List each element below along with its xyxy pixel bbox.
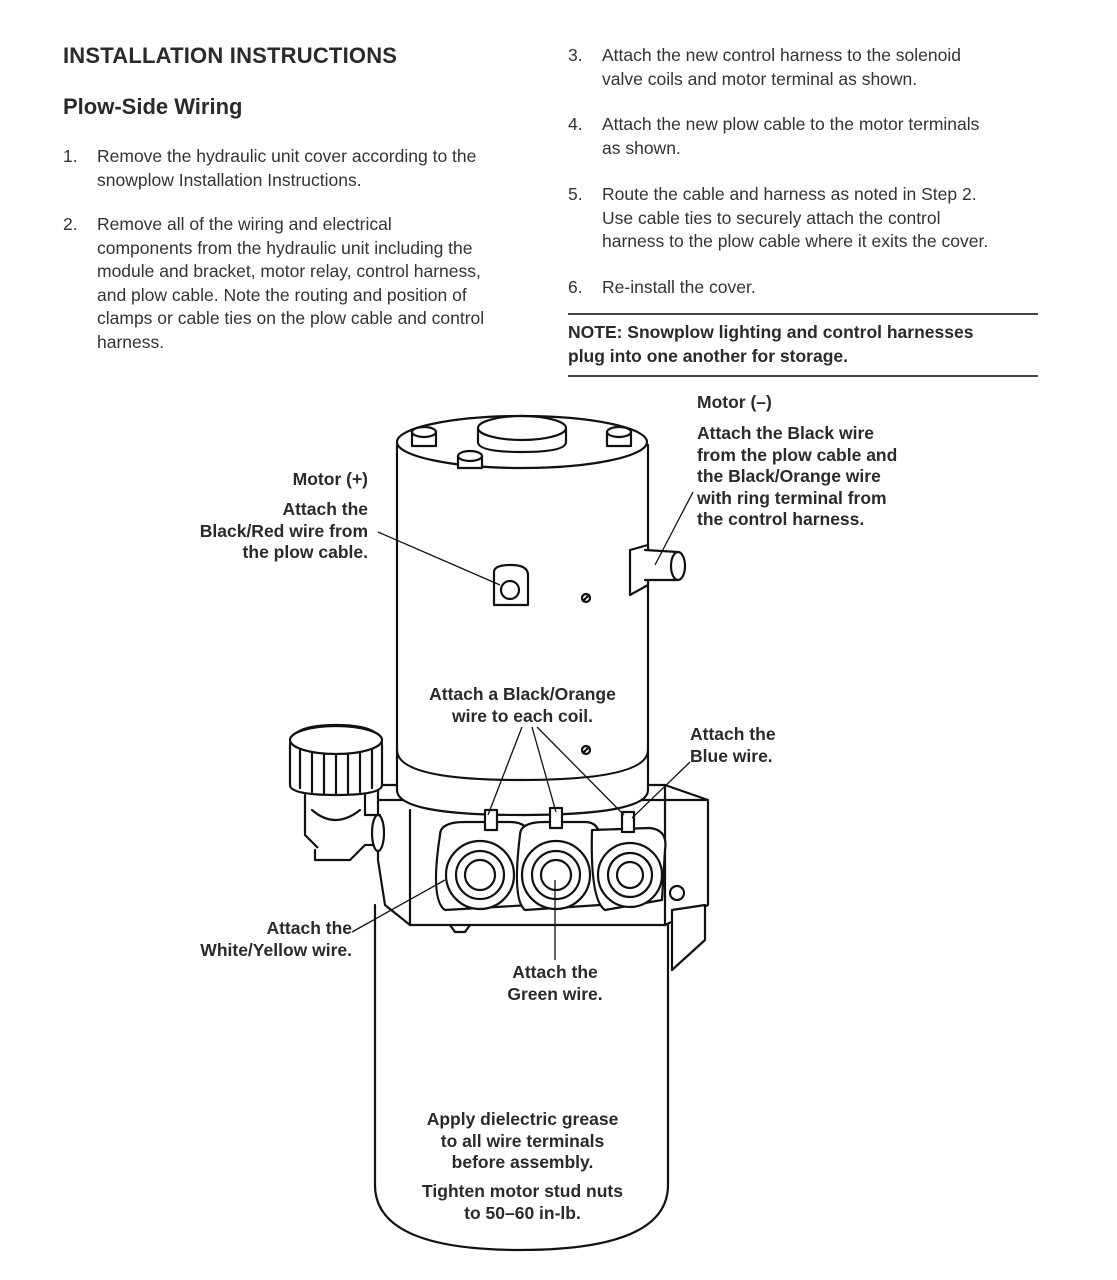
white-yellow-wire-callout: Attach the White/Yellow wire. — [200, 918, 352, 960]
green-wire-callout: Attach the Green wire. — [507, 962, 603, 1004]
reservoir-tank — [373, 903, 670, 1252]
step-number: 2. — [63, 214, 78, 234]
motor-negative-title: Motor (–) — [697, 392, 772, 412]
elbow-fitting — [313, 813, 386, 862]
solenoid-coil-2 — [515, 820, 602, 912]
section-heading: Plow-Side Wiring — [63, 94, 243, 119]
top-bolts — [410, 425, 633, 470]
note-bottom-rule — [568, 375, 1038, 377]
blue-wire-callout: Attach the Blue wire. — [690, 724, 776, 766]
step-text: Re-install the cover. — [602, 277, 756, 297]
step-number: 1. — [63, 146, 78, 166]
motor-positive-title: Motor (+) — [292, 469, 368, 489]
step-text: Remove the hydraulic unit cover accordin… — [97, 146, 477, 190]
step-text: Attach the new control harness to the so… — [602, 45, 961, 89]
motor-positive-text: Attach the Black/Red wire from the plow … — [199, 499, 368, 562]
step-number: 6. — [568, 277, 583, 297]
solenoid-coil-1 — [434, 820, 532, 912]
solenoid-coil-3 — [590, 826, 667, 912]
step-number: 5. — [568, 184, 583, 204]
step-text: Attach the new plow cable to the motor t… — [602, 114, 980, 158]
step-text: Remove all of the wiring and electrical … — [97, 214, 485, 352]
motor-negative-terminal — [628, 543, 687, 597]
note-top-rule — [568, 313, 1038, 315]
storage-note: NOTE: Snowplow lighting and control harn… — [568, 322, 974, 366]
motor-positive-terminal — [492, 563, 530, 607]
motor-body — [395, 414, 650, 817]
motor-negative-text: Attach the Black wire from the plow cabl… — [697, 423, 898, 529]
leader-lines — [351, 491, 694, 960]
step-text: Route the cable and harness as noted in … — [602, 184, 989, 251]
coil-wire-callout: Attach a Black/Orange wire to each coil. — [429, 684, 616, 726]
dielectric-grease-callout: Apply dielectric grease to all wire term… — [426, 1109, 619, 1172]
step-number: 4. — [568, 114, 583, 134]
torque-callout: Tighten motor stud nuts to 50–60 in-lb. — [422, 1181, 623, 1223]
page-heading: INSTALLATION INSTRUCTIONS — [63, 43, 398, 68]
step-number: 3. — [568, 45, 583, 65]
